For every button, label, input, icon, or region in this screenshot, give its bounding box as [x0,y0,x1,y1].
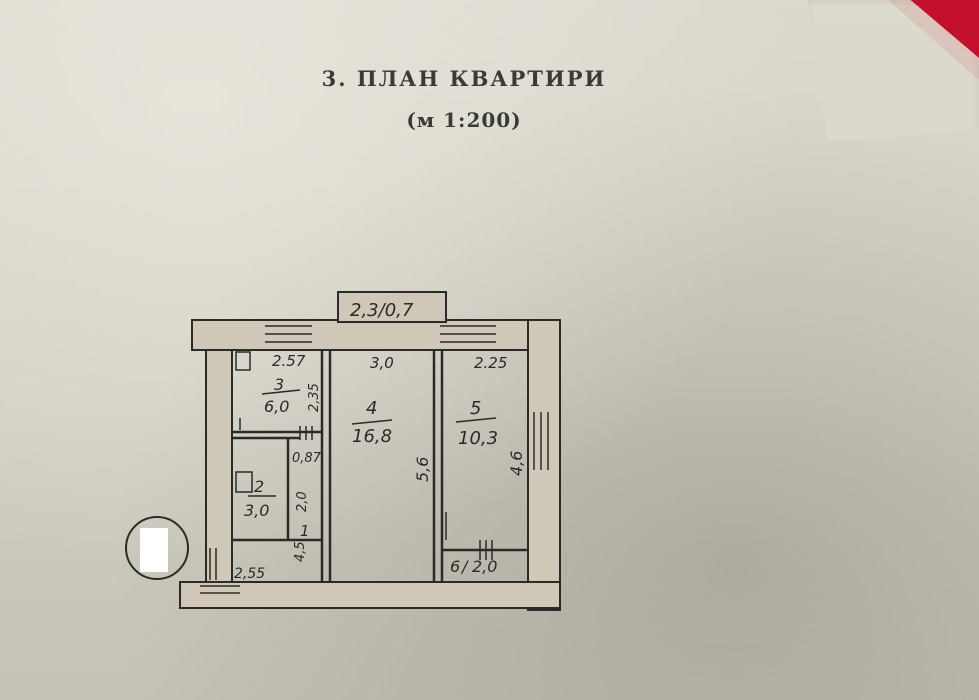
room-3-length: 2,35 [307,383,322,412]
room-6-area: 2,0 [472,557,497,576]
room-3-width: 2.57 [272,352,306,370]
window-top-right [440,325,496,343]
room-5-width: 2.25 [474,354,507,372]
top-wall [191,319,561,351]
bottom-wall [179,581,561,609]
room-6-number: 6 [450,557,460,576]
window-bottom [200,585,240,594]
room-3-number: 3 [274,375,284,394]
room-5-length: 4,6 [507,451,526,476]
bath-fixture-symbol [235,471,253,493]
page-title: 3. ПЛАН КВАРТИРИ [321,66,607,91]
left-wall [205,349,233,583]
room-1-number: 1 [300,522,310,540]
room-4-number: 4 [366,398,377,419]
window-top-left [265,325,312,343]
balcony [337,291,447,323]
stove-symbol [235,351,251,371]
circle-stamp [125,516,189,580]
window-right [533,412,549,470]
room-5-number: 5 [470,398,481,419]
room-4-area: 16,8 [352,426,392,447]
room-3-area: 6,0 [264,397,289,416]
room-2-length: 2,0 [295,491,310,512]
room-4-length: 5,6 [413,457,432,482]
room-2-width: 0,87 [292,451,322,466]
scale-label: (м 1:200) [406,108,522,132]
redacted-mark [140,528,168,572]
balcony-label: 2,3/0,7 [350,300,414,321]
room-1-width: 2,55 [234,566,265,582]
room-5-area: 10,3 [458,428,498,449]
room-2-number: 2 [254,477,264,496]
room-4-width: 3,0 [370,354,394,372]
room-1-area: 4,5 [293,541,308,562]
room-6-separator: / [460,557,469,576]
room-2-area: 3,0 [244,501,269,520]
right-wall [527,319,561,611]
